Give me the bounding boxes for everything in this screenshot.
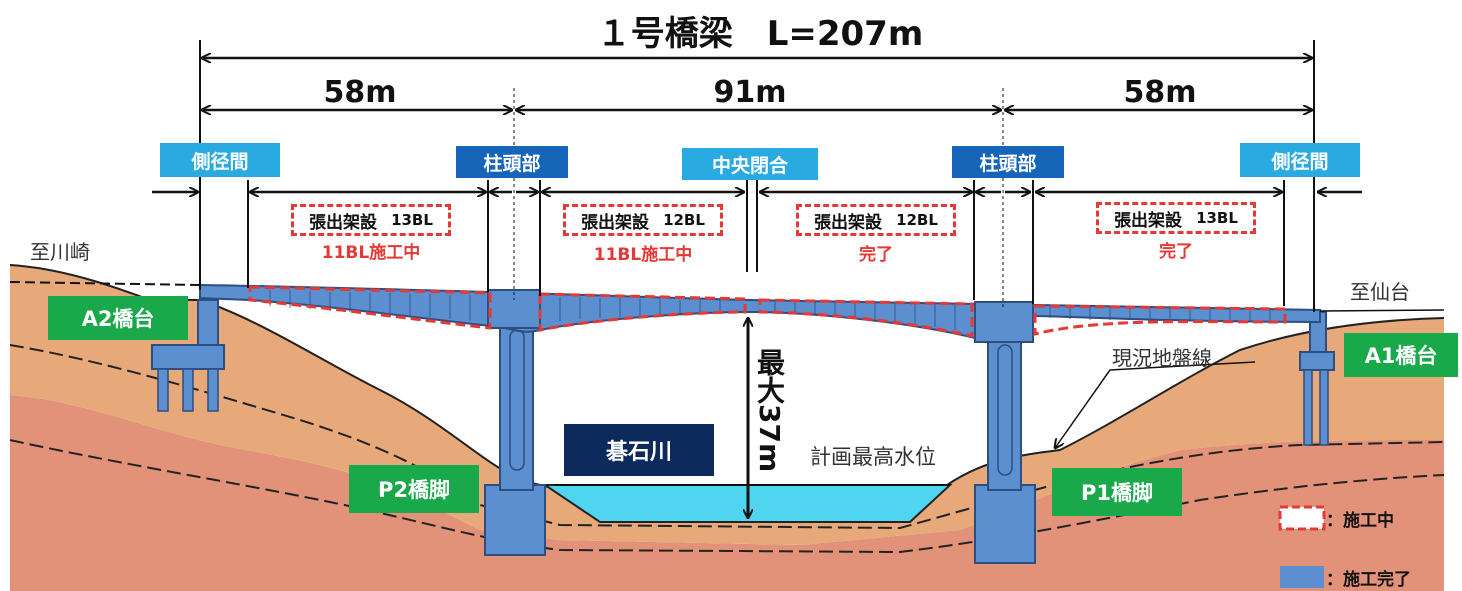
direction-right: 至仙台 bbox=[1350, 279, 1410, 304]
pier-p2 bbox=[484, 299, 546, 556]
stage-blocks: 12BL bbox=[663, 211, 705, 229]
ground-line-pointer bbox=[1055, 361, 1256, 448]
stage-status-4: 完了 bbox=[1159, 241, 1193, 262]
label-abutment-a1: A1橋台 bbox=[1344, 333, 1458, 377]
segment-joints bbox=[269, 290, 1271, 330]
tag-pier-head-left: 柱頭部 bbox=[456, 146, 568, 178]
stage-label: 張出架設 bbox=[1114, 210, 1183, 231]
pier-p1 bbox=[974, 309, 1036, 564]
road-left-dashed bbox=[9, 281, 201, 286]
abutment-a2 bbox=[151, 299, 225, 412]
road-right-line bbox=[1319, 309, 1445, 312]
stage-label: 張出架設 bbox=[814, 212, 883, 233]
span-label-center: 91m bbox=[713, 74, 787, 110]
stage-label: 張出架設 bbox=[309, 212, 378, 233]
stage-blocks: 13BL bbox=[391, 211, 433, 229]
stage-label: 張出架設 bbox=[581, 212, 650, 233]
stage-box-3: 張出架設 12BL bbox=[796, 204, 956, 236]
stage-blocks: 12BL bbox=[896, 211, 938, 229]
label-pier-p1: P1橋脚 bbox=[1052, 468, 1182, 516]
stage-status-3: 完了 bbox=[859, 244, 893, 265]
legend-in-progress-swatch bbox=[1278, 505, 1326, 531]
stage-blocks: 13BL bbox=[1196, 209, 1238, 227]
label-clearance: 最大37m bbox=[753, 347, 786, 473]
pier-head-p2 bbox=[487, 289, 541, 329]
strata-line-lower bbox=[9, 439, 1445, 554]
span-label-left: 58m bbox=[323, 74, 397, 110]
legend-completed-swatch bbox=[1280, 566, 1324, 588]
label-river: 碁石川 bbox=[564, 424, 714, 476]
tag-center-closure: 中央閉合 bbox=[682, 148, 818, 180]
stage-box-2: 張出架設 12BL bbox=[563, 204, 723, 236]
tag-side-span-left: 側径間 bbox=[160, 143, 280, 177]
soil-lower-layer bbox=[10, 395, 1444, 591]
legend-in-progress-label: ：施工中 bbox=[1326, 510, 1394, 531]
stage-box-1: 張出架設 13BL bbox=[291, 204, 451, 236]
tag-pier-head-right: 柱頭部 bbox=[952, 146, 1064, 178]
label-water-level: 計画最高水位 bbox=[810, 445, 936, 469]
tag-side-span-right: 側径間 bbox=[1240, 143, 1360, 177]
label-ground-line: 現況地盤線 bbox=[1112, 345, 1212, 370]
stage-status-1: 11BL施工中 bbox=[321, 242, 421, 263]
diagram-title: １号橋梁 L=207m bbox=[596, 13, 924, 54]
segment-boundary-ticks bbox=[247, 180, 1285, 306]
label-abutment-a2: A2橋台 bbox=[48, 296, 188, 340]
pier-axis-lines bbox=[513, 88, 1004, 310]
cantilever-outlines bbox=[248, 285, 1287, 338]
direction-left: 至川崎 bbox=[30, 239, 90, 264]
pier-head-p1 bbox=[974, 301, 1034, 343]
legend-completed-label: ：施工完了 bbox=[1326, 569, 1411, 590]
stage-status-2: 11BL施工中 bbox=[593, 244, 693, 265]
stage-box-4: 張出架設 13BL bbox=[1096, 202, 1256, 234]
label-pier-p2: P2橋脚 bbox=[349, 465, 479, 513]
span-label-right: 58m bbox=[1123, 74, 1197, 110]
